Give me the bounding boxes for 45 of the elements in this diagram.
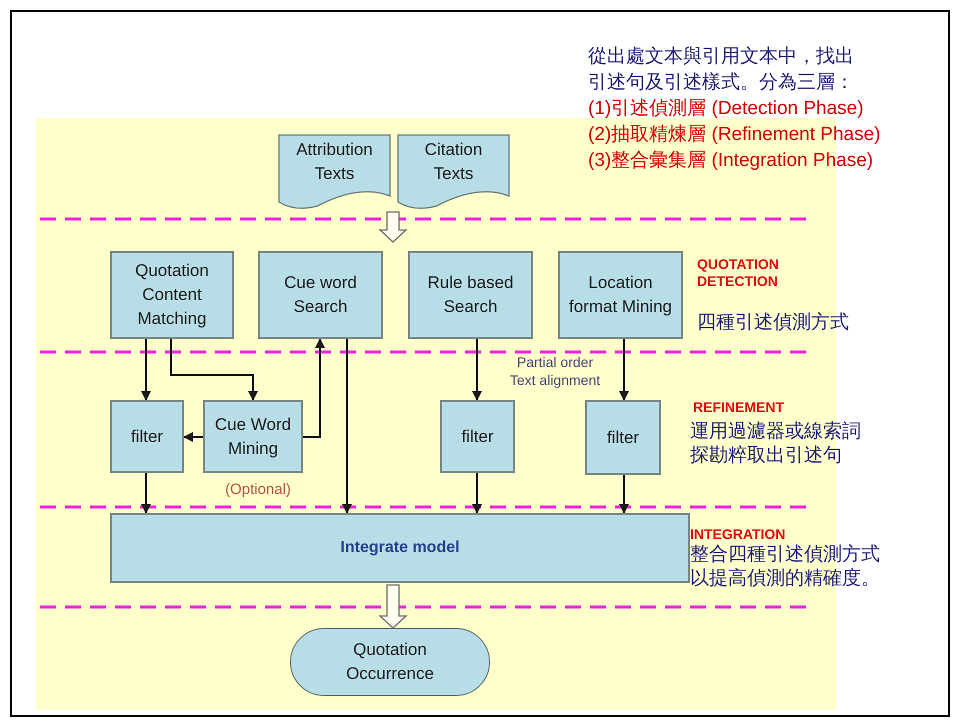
arrow — [303, 338, 325, 438]
node-label: Rule based Search — [426, 272, 514, 318]
process-box — [203, 400, 303, 473]
arrow — [472, 339, 482, 401]
arrow — [170, 339, 258, 401]
annotation-text: (3)整合彙集層 (Integration Phase) — [588, 149, 874, 173]
node-label: filter — [606, 426, 640, 448]
annotation-text: (1)引述偵測層 (Detection Phase) — [588, 97, 865, 121]
node-label: Cue Word Mining — [214, 414, 292, 460]
process-box — [258, 251, 383, 339]
note-text: (Optional) — [224, 480, 292, 500]
node-label: filter — [130, 426, 164, 448]
process-box — [110, 513, 690, 583]
node-label: Attribution Texts — [295, 139, 374, 185]
process-box — [110, 400, 184, 473]
node-label: Integrate model — [339, 538, 461, 558]
arrow — [619, 339, 629, 401]
annotation-text: 從出處文本與引用文本中，找出引述句及引述樣式。分為三層： — [588, 45, 855, 95]
arrow — [342, 339, 352, 514]
arrow — [141, 339, 151, 401]
arrow — [183, 432, 203, 442]
annotation-text: 整合四種引述偵測方式以提高偵測的精確度。 — [690, 543, 880, 591]
annotation-text: 運用過濾器或線索詞探勘粹取出引述句 — [690, 420, 862, 468]
annotation-text: INTEGRATION — [690, 526, 786, 543]
arrow — [472, 473, 482, 514]
node-label: filter — [460, 426, 495, 448]
annotation-text: 四種引述偵測方式 — [697, 311, 850, 335]
block-arrow — [378, 211, 408, 243]
annotation-text: Partial order Text alignment — [508, 353, 602, 389]
annotation-text: QUOTATION DETECTION — [697, 256, 780, 290]
node-label: Citation Texts — [424, 139, 484, 185]
process-box — [585, 400, 661, 475]
node-label: Location format Mining — [568, 272, 673, 318]
process-box — [408, 251, 533, 339]
process-box — [558, 251, 683, 339]
node-label: Quotation Occurrence — [345, 639, 435, 685]
arrow — [141, 473, 151, 514]
node-label: Quotation Content Matching — [134, 260, 210, 330]
annotation-text: (2)抽取精煉層 (Refinement Phase) — [588, 123, 882, 147]
process-box — [110, 251, 234, 339]
annotation-text: REFINEMENT — [693, 398, 785, 416]
node-label: Cue word Search — [283, 272, 358, 318]
block-arrow — [378, 584, 408, 629]
process-box — [440, 400, 515, 473]
arrow — [619, 475, 629, 514]
